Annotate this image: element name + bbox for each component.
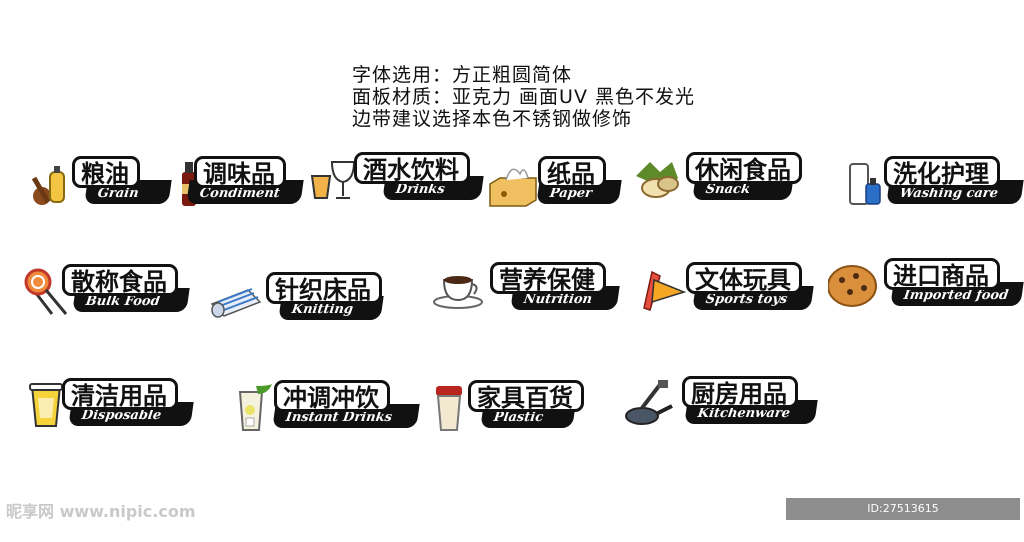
sign-knitting-zh: 针织床品: [266, 272, 382, 304]
coffee-cup-icon: [432, 264, 484, 316]
paper-cup-icon: [28, 380, 80, 432]
design-notes: 字体选用：方正粗圆简体 面板材质：亚克力 画面UV 黑色不发光 边带建议选择本色…: [352, 64, 772, 130]
sign-imported-food-zh: 进口商品: [884, 258, 1000, 290]
watermark: 昵享网 www.nipic.com: [6, 502, 196, 521]
sign-bulk-food-zh: 散称食品: [62, 264, 178, 296]
towel-roll-icon: [210, 274, 262, 326]
sign-drinks: 酒水饮料 Drinks: [306, 152, 484, 208]
sign-snack: 休闲食品 Snack: [634, 152, 802, 208]
sign-kitchenware: 厨房用品 Kitchenware: [622, 376, 818, 432]
sign-nutrition: 营养保健 Nutrition: [432, 262, 620, 318]
sign-disposable: 清洁用品 Disposable: [28, 378, 194, 434]
sign-sports-toys-zh: 文体玩具: [686, 262, 802, 294]
sign-drinks-zh: 酒水饮料: [354, 152, 470, 184]
sign-bulk-food: 散称食品 Bulk Food: [24, 264, 190, 320]
sign-plastic-zh: 家具百货: [468, 380, 584, 412]
note-material: 面板材质：亚克力 画面UV 黑色不发光: [352, 86, 695, 108]
wine-glass-icon: [306, 154, 358, 206]
sign-plastic: 家具百货 Plastic: [432, 380, 586, 436]
note-font: 字体选用：方正粗圆简体: [352, 64, 573, 86]
sign-paper: 纸品 Paper: [488, 156, 622, 212]
image-id-bar: ID:27513615 NO:20220104131250732121: [786, 498, 1020, 537]
pistachio-icon: [634, 154, 686, 206]
sign-imported-food: 进口商品 Imported food: [828, 258, 1024, 314]
cookie-icon: [828, 260, 880, 312]
sign-kitchenware-zh: 厨房用品: [682, 376, 798, 408]
sign-washing-care-zh: 洗化护理: [884, 156, 1000, 188]
washing-bottle-icon: [846, 158, 898, 210]
pencil-flag-icon: [638, 264, 690, 316]
sign-condiment: 调味品 Condiment: [168, 156, 304, 212]
sign-instant-drinks: 冲调冲饮 Instant Drinks: [232, 380, 420, 436]
sign-paper-zh: 纸品: [538, 156, 606, 188]
mojito-glass-icon: [232, 382, 284, 434]
sign-washing-care: 洗化护理 Washing care: [846, 156, 1024, 212]
sign-snack-zh: 休闲食品: [686, 152, 802, 184]
sign-sports-toys: 文体玩具 Sports toys: [638, 262, 814, 318]
lollipop-icon: [24, 266, 76, 318]
sign-nutrition-zh: 营养保健: [490, 262, 606, 294]
sign-instant-drinks-zh: 冲调冲饮: [274, 380, 390, 412]
sign-disposable-zh: 清洁用品: [62, 378, 178, 410]
sign-knitting: 针织床品 Knitting: [210, 272, 388, 328]
sign-condiment-zh: 调味品: [194, 156, 286, 188]
tissue-box-icon: [488, 158, 540, 210]
kitchen-tools-icon: [622, 378, 674, 430]
plastic-cup-icon: [432, 382, 484, 434]
sign-grain: 粮油 Grain: [26, 156, 172, 212]
oil-bottle-icon: [26, 158, 78, 210]
note-edge: 边带建议选择本色不锈钢做修饰: [352, 108, 633, 130]
sign-grain-zh: 粮油: [72, 156, 140, 188]
